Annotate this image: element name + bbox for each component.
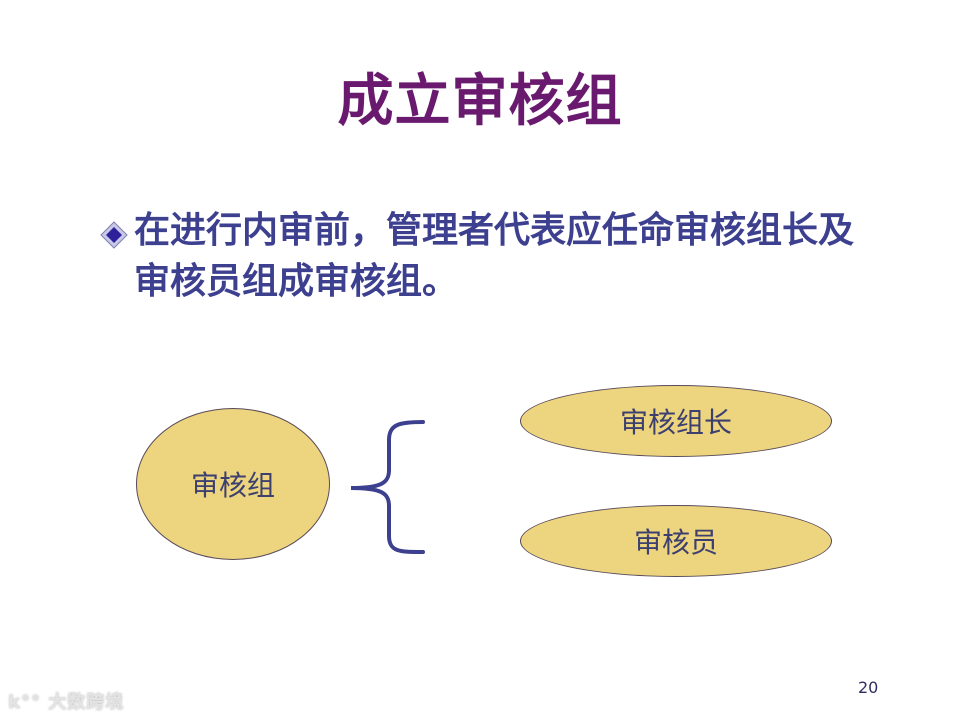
watermark: k°° 大数跨境 [8, 688, 124, 714]
bullet-text: 在进行内审前，管理者代表应任命审核组长及审核员组成审核组。 [134, 210, 855, 302]
auditor-node: 审核员 [520, 505, 832, 577]
team-leader-label: 审核组长 [619, 406, 732, 439]
team-leader-node: 审核组长 [520, 385, 832, 457]
page-number: 20 [858, 678, 879, 697]
slide-title: 成立审核组 [337, 69, 623, 134]
auditor-label: 审核员 [633, 526, 718, 559]
watermark-logo-icon: k°° [8, 692, 49, 713]
audit-group-node: 审核组 [136, 408, 330, 560]
curly-brace-icon [350, 420, 425, 554]
diamond-bullet-icon [100, 221, 128, 249]
watermark-text: 大数跨境 [48, 692, 125, 713]
audit-group-label: 审核组 [190, 469, 275, 502]
